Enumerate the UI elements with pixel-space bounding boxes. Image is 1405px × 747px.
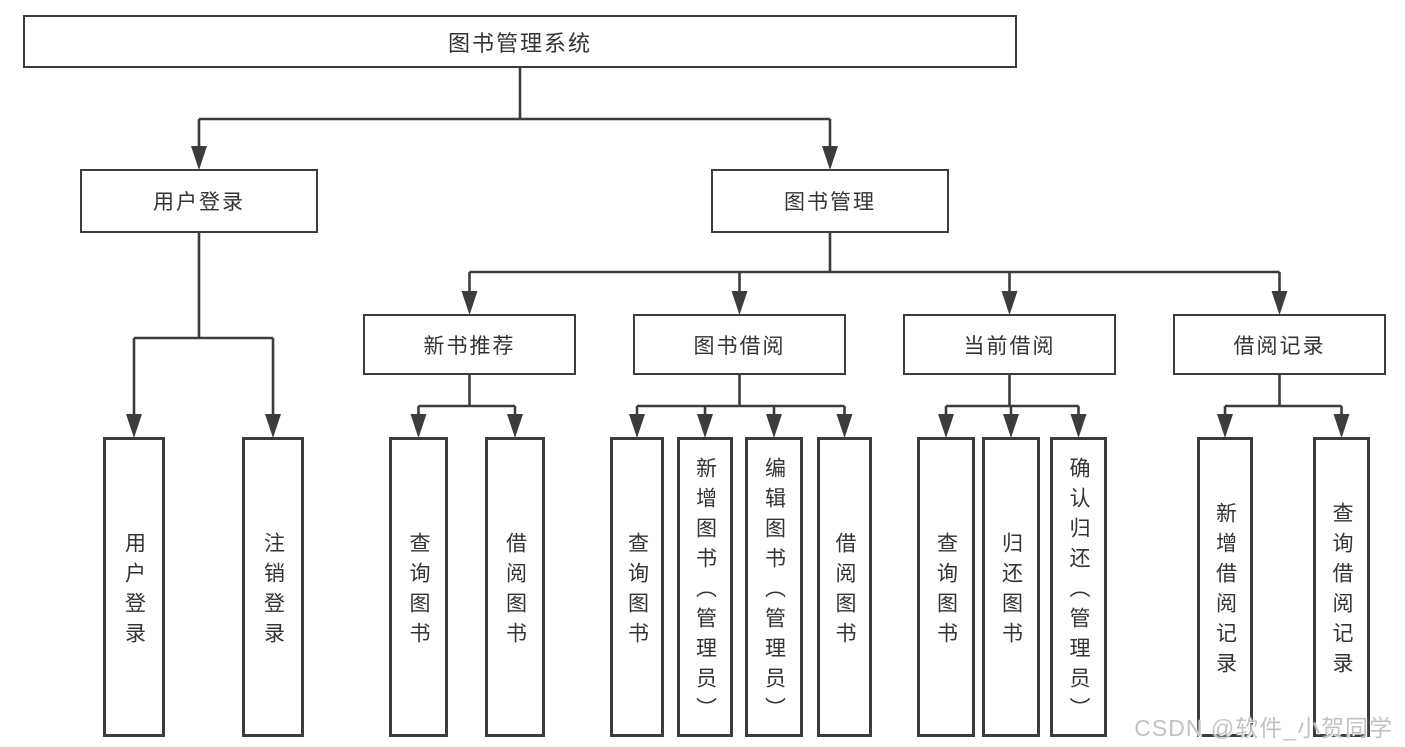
- node-label-new-book-rec: 新书推荐: [423, 334, 516, 358]
- csdn-watermark: CSDN @软件_小贺同学: [1134, 715, 1393, 741]
- arrowhead-icon: [1001, 291, 1018, 315]
- node-label-book-mgmt: 图书管理: [784, 191, 876, 214]
- arrowhead-icon: [410, 414, 427, 438]
- arrowhead-icon: [265, 414, 281, 438]
- node-label-leaf-br-query: 查询借阅记录: [1330, 501, 1353, 682]
- node-label-leaf-logout: 注销登录: [261, 531, 285, 652]
- node-label-leaf-user-login: 用户登录: [122, 531, 146, 652]
- node-label-leaf-rec-borrow: 借阅图书: [503, 531, 527, 652]
- node-leaf-rec-query: 查询图书: [389, 437, 448, 737]
- node-label-leaf-cb-query: 查询图书: [934, 531, 958, 652]
- node-leaf-cb-query: 查询图书: [917, 437, 975, 737]
- node-root: 图书管理系统: [23, 15, 1017, 68]
- node-leaf-br-add: 新增借阅记录: [1197, 437, 1253, 737]
- node-label-leaf-cb-return: 归还图书: [999, 531, 1023, 652]
- node-label-leaf-br-add: 新增借阅记录: [1213, 501, 1237, 682]
- node-label-root: 图书管理系统: [447, 30, 592, 56]
- arrowhead-icon: [697, 414, 713, 438]
- arrowhead-icon: [1217, 414, 1233, 438]
- node-label-leaf-rec-query: 查询图书: [407, 531, 430, 652]
- arrowhead-icon: [731, 291, 748, 315]
- arrowhead-icon: [1070, 414, 1087, 438]
- node-leaf-br-query: 查询借阅记录: [1313, 437, 1370, 737]
- node-label-book-borrow: 图书借阅: [693, 334, 786, 358]
- arrowhead-icon: [1003, 414, 1019, 438]
- node-label-leaf-bb-borrow: 借阅图书: [833, 531, 856, 652]
- node-leaf-logout: 注销登录: [242, 437, 304, 737]
- arrowhead-icon: [126, 414, 142, 438]
- node-label-leaf-cb-confirm: 确认归还（管理员）: [1067, 456, 1090, 727]
- node-label-current-borrow: 当前借阅: [963, 334, 1056, 358]
- node-leaf-bb-query: 查询图书: [610, 437, 664, 737]
- node-label-leaf-bb-add: 新增图书（管理员）: [693, 456, 717, 727]
- arrowhead-icon: [1271, 291, 1288, 315]
- node-book-mgmt: 图书管理: [711, 169, 949, 233]
- node-leaf-rec-borrow: 借阅图书: [485, 437, 545, 737]
- arrowhead-icon: [1333, 414, 1350, 438]
- node-label-borrow-record: 借阅记录: [1233, 334, 1326, 358]
- node-book-borrow: 图书借阅: [633, 314, 846, 375]
- node-leaf-bb-add: 新增图书（管理员）: [677, 437, 733, 737]
- node-leaf-cb-confirm: 确认归还（管理员）: [1050, 437, 1107, 737]
- node-label-leaf-bb-query: 查询图书: [625, 531, 649, 652]
- arrowhead-icon: [461, 291, 478, 315]
- arrowhead-icon: [507, 414, 523, 438]
- node-leaf-bb-borrow: 借阅图书: [817, 437, 872, 737]
- node-label-user-login: 用户登录: [153, 191, 245, 214]
- node-new-book-rec: 新书推荐: [363, 314, 576, 375]
- node-leaf-cb-return: 归还图书: [982, 437, 1040, 737]
- arrowhead-icon: [938, 414, 954, 438]
- node-leaf-user-login: 用户登录: [103, 437, 165, 737]
- arrowhead-icon: [629, 414, 645, 438]
- arrowhead-icon: [191, 146, 207, 170]
- arrowhead-icon: [836, 414, 853, 438]
- arrowhead-icon: [822, 146, 838, 170]
- node-user-login: 用户登录: [80, 169, 318, 233]
- arrowhead-icon: [766, 414, 782, 438]
- node-label-leaf-bb-edit: 编辑图书（管理员）: [762, 456, 786, 727]
- node-borrow-record: 借阅记录: [1173, 314, 1386, 375]
- node-current-borrow: 当前借阅: [903, 314, 1116, 375]
- node-leaf-bb-edit: 编辑图书（管理员）: [745, 437, 803, 737]
